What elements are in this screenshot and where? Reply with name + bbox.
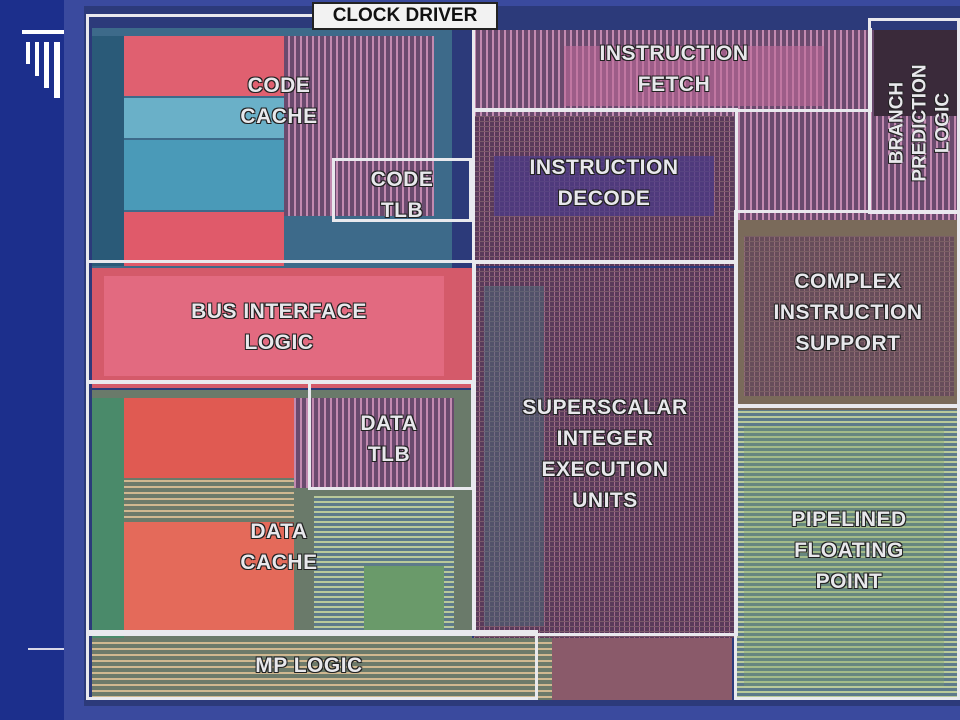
label-data-cache-line1: DATA [250,520,308,543]
label-instruction-fetch-line2: FETCH [637,73,711,96]
label-pipelined-fp: PIPELINED FLOATING POINT [754,504,944,597]
label-code-tlb: CODE TLB [336,164,468,226]
label-instruction-decode-line1: INSTRUCTION [529,156,679,179]
label-data-cache-line2: CACHE [240,551,318,574]
label-bus-interface: BUS INTERFACE LOGIC [144,296,414,358]
label-pipelined-fp-line3: POINT [815,570,883,593]
label-pipelined-fp-line1: PIPELINED [791,508,907,531]
label-data-cache: DATA CACHE [204,516,354,578]
label-clock-driver: CLOCK DRIVER [312,2,498,30]
label-data-tlb: DATA TLB [324,408,454,470]
label-complex-instruction-line2: INSTRUCTION [773,301,923,324]
label-superscalar: SUPERSCALAR INTEGER EXECUTION UNITS [480,392,730,516]
label-branch-prediction-line1: BRANCH [886,81,908,165]
label-branch-prediction: BRANCH PREDICTION LOGIC [880,48,960,198]
label-superscalar-line3: EXECUTION [541,458,669,481]
label-complex-instruction-line3: SUPPORT [795,332,901,355]
label-instruction-decode: INSTRUCTION DECODE [490,152,718,214]
label-mp-logic-text: MP LOGIC [255,654,363,677]
die-texture [92,28,960,700]
label-data-tlb-line2: TLB [367,443,411,466]
die-core [84,6,960,706]
slide-decoration-bars [22,30,66,98]
label-complex-instruction: COMPLEX INSTRUCTION SUPPORT [750,266,946,359]
slide-decoration-line [28,648,68,650]
label-instruction-fetch-line1: INSTRUCTION [599,42,749,65]
label-superscalar-line2: INTEGER [556,427,654,450]
label-code-cache: CODE CACHE [204,70,354,132]
label-pipelined-fp-line2: FLOATING [794,539,904,562]
label-complex-instruction-line1: COMPLEX [794,270,902,293]
label-superscalar-line1: SUPERSCALAR [522,396,688,419]
label-bus-interface-line1: BUS INTERFACE [191,300,367,323]
label-superscalar-line4: UNITS [572,489,638,512]
label-code-tlb-line1: CODE [370,168,434,191]
label-code-cache-line1: CODE [247,74,311,97]
label-branch-prediction-line3: LOGIC [932,92,954,154]
label-instruction-fetch: INSTRUCTION FETCH [564,38,784,100]
label-data-tlb-line1: DATA [360,412,418,435]
label-code-tlb-line2: TLB [380,199,424,222]
label-instruction-decode-line2: DECODE [557,187,651,210]
label-mp-logic: MP LOGIC [214,650,404,681]
label-branch-prediction-line2: PREDICTION [909,64,931,182]
label-code-cache-line2: CACHE [240,105,318,128]
label-branch-prediction-text: BRANCH PREDICTION LOGIC [886,64,955,181]
label-bus-interface-line2: LOGIC [244,331,314,354]
die-photo: CODE CACHE CODE TLB INSTRUCTION FETCH IN… [64,0,960,720]
